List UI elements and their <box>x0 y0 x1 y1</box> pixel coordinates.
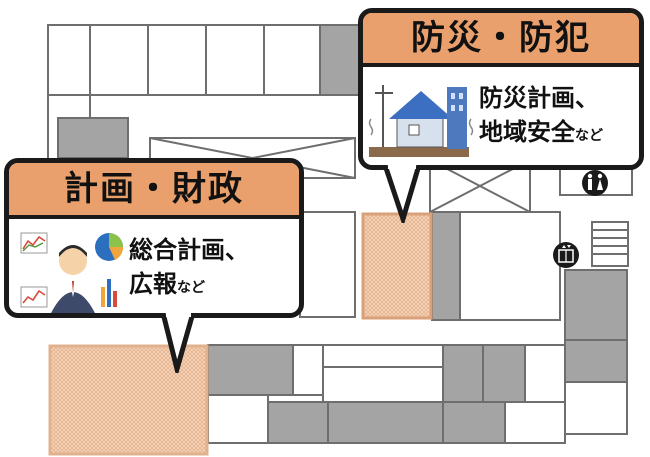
room <box>524 344 566 403</box>
planning-callout-title: 計画・財政 <box>9 163 299 219</box>
room <box>263 24 321 96</box>
planning-callout: 計画・財政 総合計画、 広報 <box>4 158 304 373</box>
disaster-callout-text: 防災計画、 地域安全など <box>479 81 603 153</box>
room <box>504 401 566 444</box>
room <box>442 344 484 403</box>
room <box>299 211 356 318</box>
room <box>431 211 461 321</box>
room <box>89 24 149 96</box>
room <box>442 401 506 444</box>
room <box>147 24 207 96</box>
planning-callout-text: 総合計画、 広報など <box>129 233 249 305</box>
disaster-callout-body: 防災計画、 地域安全など <box>363 67 639 167</box>
room <box>319 24 366 96</box>
disaster-callout: 防災・防犯 防災計画、 地域安全など <box>358 8 644 223</box>
room <box>327 401 444 444</box>
room <box>267 401 329 444</box>
room <box>47 24 91 96</box>
disaster-line1: 防災計画、 <box>479 84 599 112</box>
room <box>207 344 294 396</box>
room <box>564 381 628 435</box>
stairs <box>591 221 629 267</box>
planning-person-icon <box>20 232 124 313</box>
planning-line1: 総合計画、 <box>129 236 249 264</box>
elevator-icon <box>553 242 579 268</box>
room <box>207 394 269 444</box>
planning-line2-main: 広報 <box>129 270 177 298</box>
disaster-line2-main: 地域安全 <box>479 118 575 146</box>
room <box>482 344 526 403</box>
room <box>205 24 265 96</box>
room <box>292 344 324 396</box>
planning-callout-tail <box>160 313 196 373</box>
room <box>564 339 628 383</box>
room <box>459 211 561 321</box>
earthquake-house-icon <box>368 85 474 157</box>
room <box>564 269 628 341</box>
disaster-office-highlight <box>361 212 433 320</box>
room <box>57 117 129 159</box>
restroom-icon <box>582 170 608 196</box>
planning-line2-suffix: など <box>177 280 205 296</box>
disaster-line2: 地域安全など <box>479 115 603 153</box>
room <box>322 366 444 403</box>
planning-callout-body: 総合計画、 広報など <box>9 219 299 317</box>
disaster-callout-tail <box>383 165 422 223</box>
disaster-callout-title: 防災・防犯 <box>363 13 639 67</box>
disaster-line2-suffix: など <box>575 128 603 144</box>
planning-line2: 広報など <box>129 267 249 305</box>
room <box>322 344 444 368</box>
